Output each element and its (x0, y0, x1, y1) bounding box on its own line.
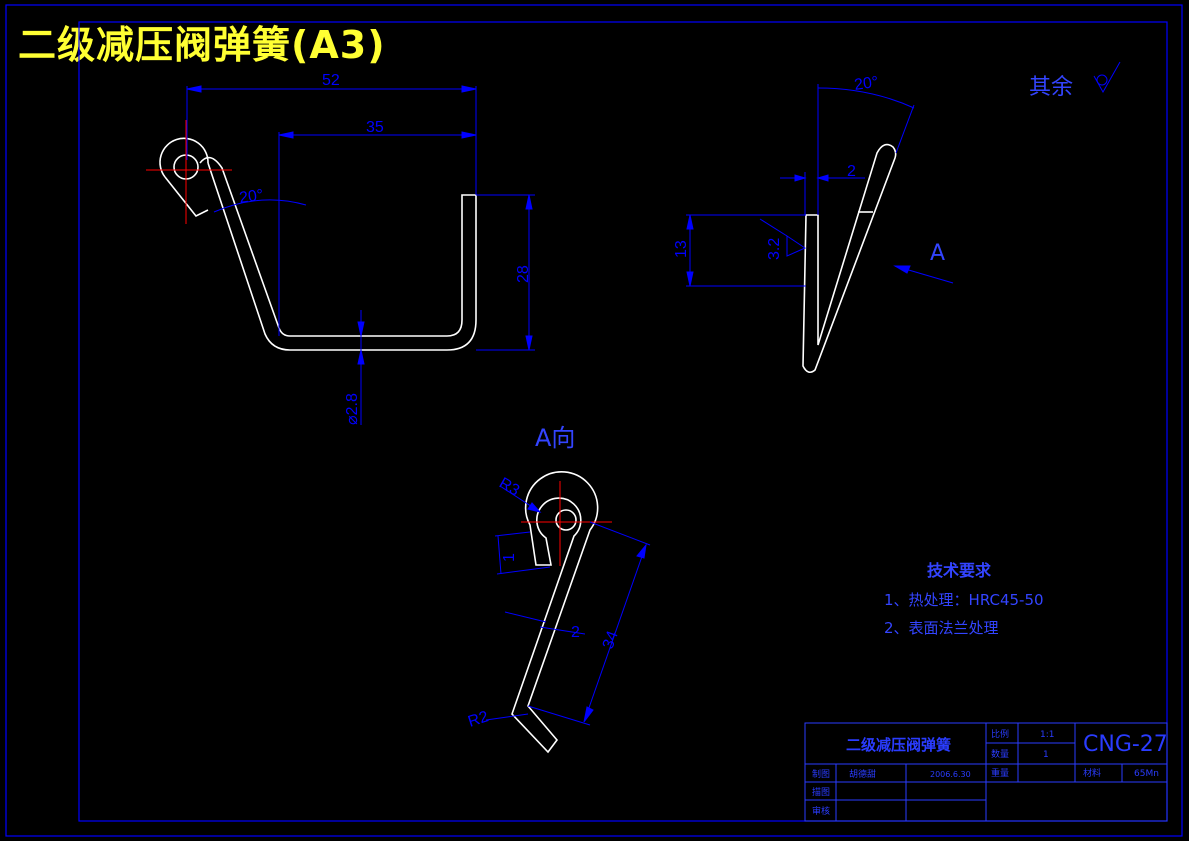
a-view-label: A向 (535, 424, 575, 452)
tb-qty-label: 数量 (991, 748, 1009, 760)
front-view: 52 35 20° 28 ⌀2.8 (146, 72, 535, 425)
a-dim-radius-top: R3 (496, 475, 522, 500)
tech-heading: 技术要求 (927, 561, 992, 580)
side-dim-height: 13 (673, 240, 690, 258)
tb-qty-value: 1 (1043, 750, 1049, 760)
tech-item-2: 2、表面法兰处理 (884, 619, 999, 637)
a-dim-radius-bottom: R2 (466, 708, 491, 731)
tb-material-value: 65Mn (1134, 769, 1159, 779)
tb-designer-label: 制图 (812, 768, 830, 780)
dim-inner-width: 35 (366, 119, 384, 136)
roughness-note: 其余 (1029, 75, 1073, 100)
side-dim-gap: 2 (847, 163, 856, 180)
dim-wire-dia: ⌀2.8 (344, 393, 361, 425)
tb-material-label: 材料 (1083, 767, 1101, 779)
tb-weight-label: 重量 (991, 767, 1009, 779)
tb-designer-name: 胡德甜 (849, 768, 876, 780)
side-view: 20° 2 13 3.2 A 其余 (673, 61, 1121, 374)
tb-checker-label: 描图 (812, 786, 830, 798)
title-block: 二级减压阀弹簧 CNG-27 比例 1:1 数量 1 重量 材料 65Mn 制图… (804, 722, 1168, 822)
dim-height: 28 (515, 265, 532, 283)
tb-scale-label: 比例 (991, 728, 1009, 740)
tech-requirements: 技术要求 1、热处理：HRC45-50 2、表面法兰处理 (884, 561, 1044, 637)
side-dim-angle: 20° (853, 74, 879, 94)
a-dim-length: 34 (600, 629, 622, 652)
roughness-symbol-icon (1093, 61, 1121, 94)
roughness-value: 3.2 (766, 238, 783, 260)
a-dim-hook-len: 1 (501, 553, 518, 562)
tb-drawing-no: CNG-27 (1083, 732, 1168, 757)
tech-item-1: 1、热处理：HRC45-50 (884, 591, 1044, 609)
a-view: A向 R3 1 2 34 R2 (466, 424, 651, 754)
dim-angle: 20° (238, 187, 264, 207)
outer-border (5, 4, 1183, 837)
inner-border (78, 21, 1168, 822)
tb-reviewer-label: 审核 (812, 805, 830, 817)
tb-part-name: 二级减压阀弹簧 (846, 736, 951, 754)
dim-overall-width: 52 (322, 72, 340, 89)
tb-date: 2006.6.30 (930, 770, 971, 779)
a-dim-gap: 2 (571, 624, 580, 641)
view-arrow-label: A (930, 241, 945, 266)
tb-scale-value: 1:1 (1040, 730, 1054, 740)
